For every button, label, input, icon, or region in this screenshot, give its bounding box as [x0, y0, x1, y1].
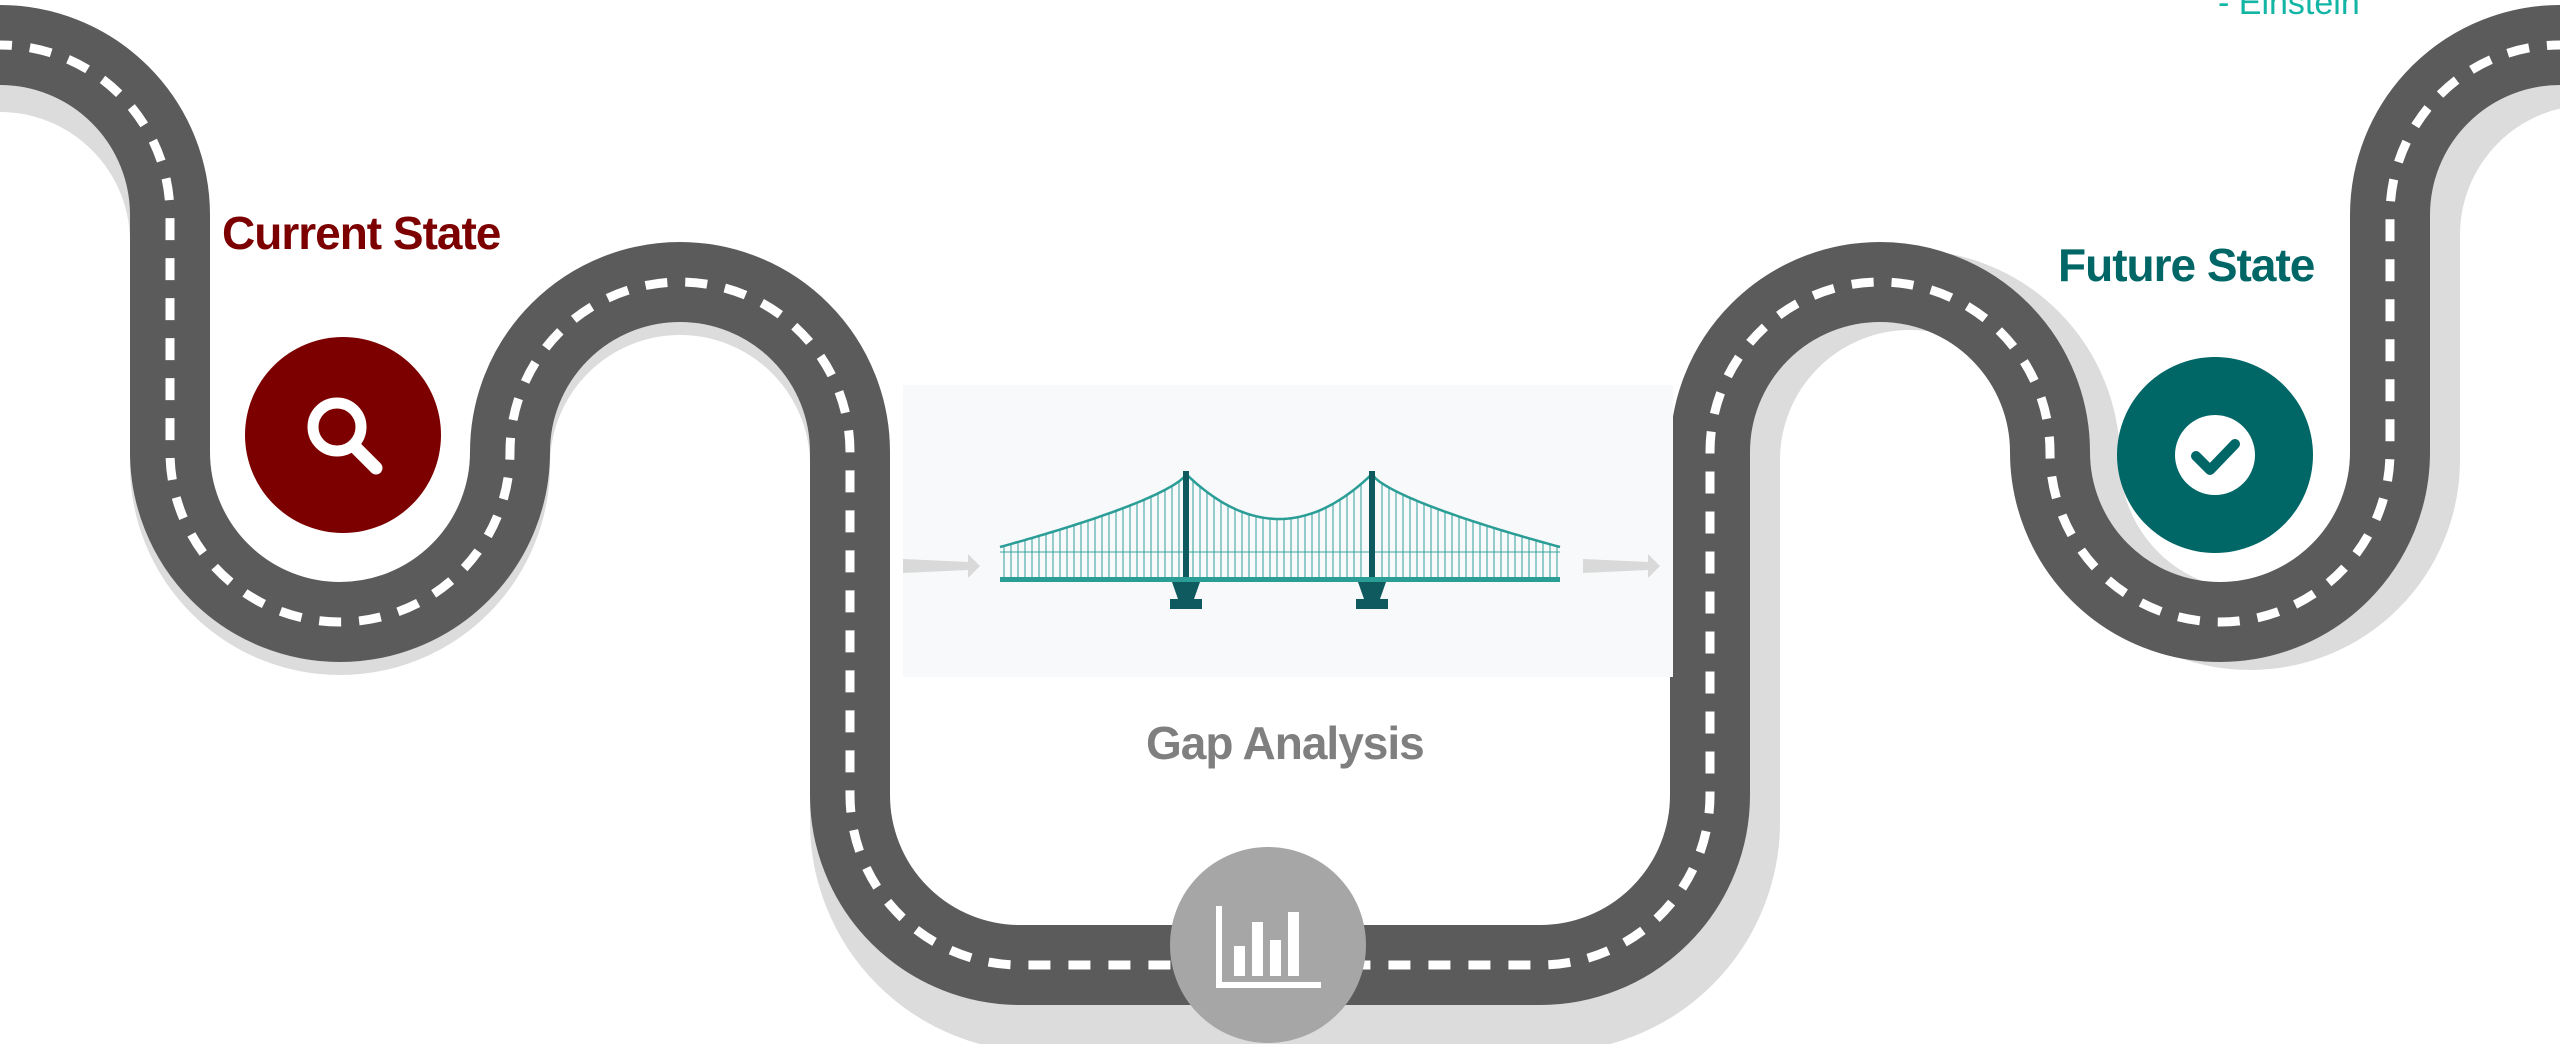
road-lane-markings — [0, 40, 2560, 970]
gap-panel — [903, 385, 1673, 677]
magnifier-icon — [307, 397, 383, 475]
future-state-marker — [2117, 357, 2313, 553]
bridge-icon — [999, 471, 1561, 609]
gap-analysis-label: Gap Analysis — [1146, 717, 1425, 769]
arrow-right-icon-left — [903, 554, 980, 578]
quote-attribution: - Einstein — [2218, 0, 2360, 22]
arrow-right-icon-right — [1583, 554, 1660, 578]
current-state-marker — [245, 337, 441, 533]
current-state-label: Current State — [222, 207, 501, 259]
checkmark-icon — [2175, 415, 2255, 495]
bar-chart-icon — [1216, 906, 1321, 988]
gap-analysis-marker — [1170, 847, 1366, 1043]
future-state-label: Future State — [2058, 239, 2315, 291]
